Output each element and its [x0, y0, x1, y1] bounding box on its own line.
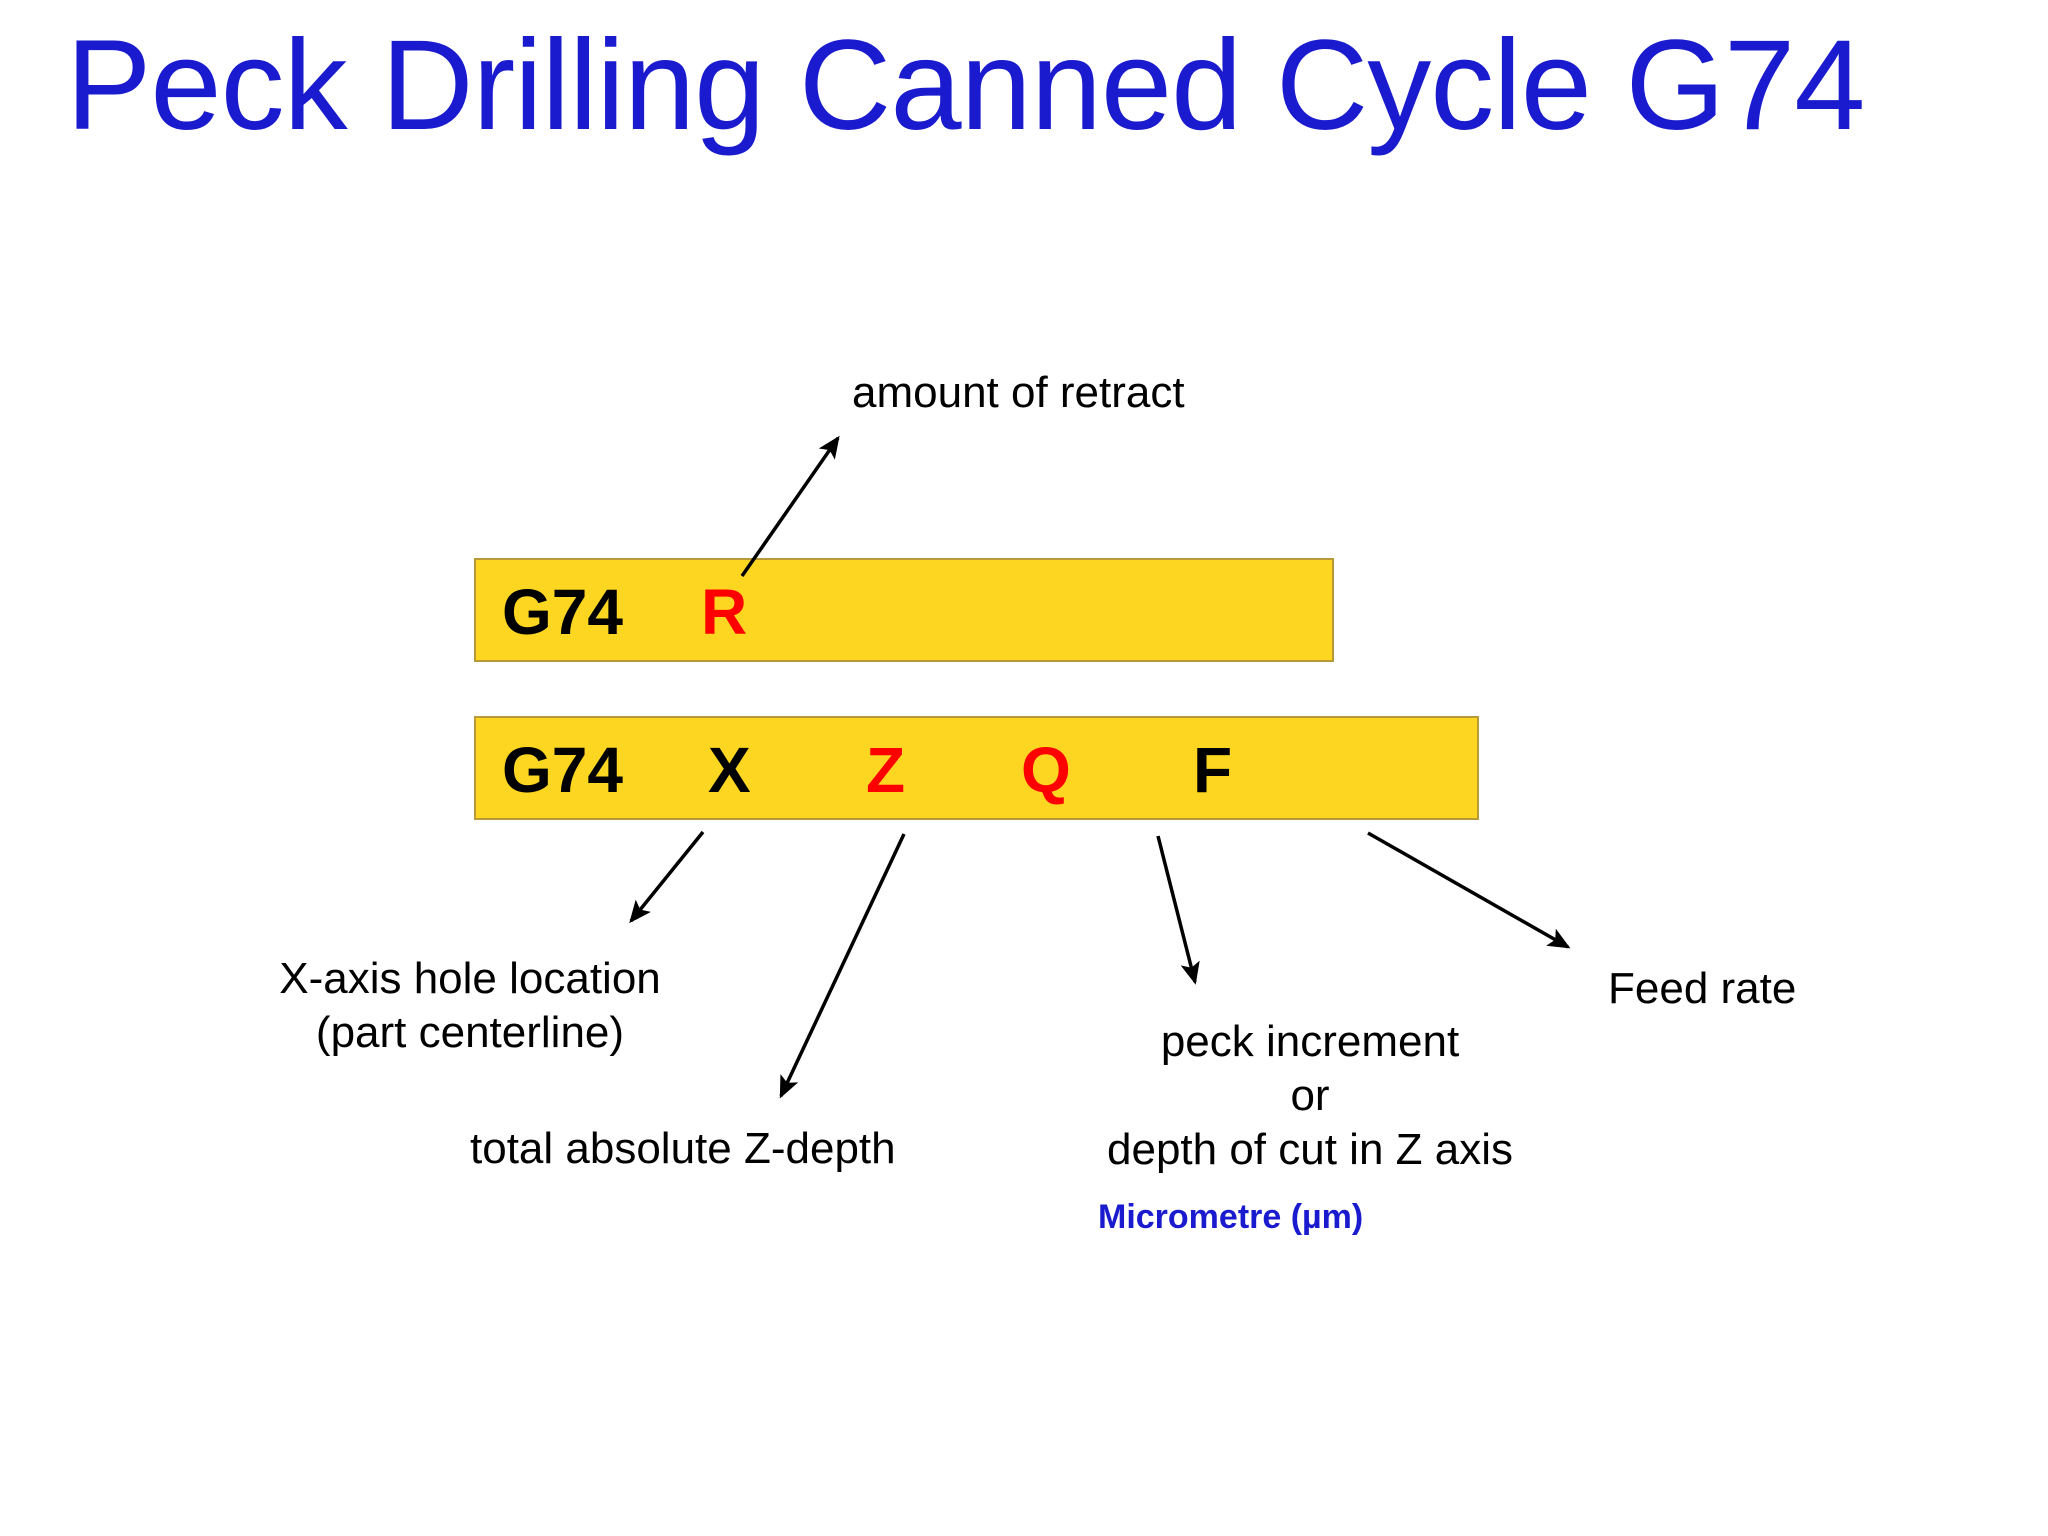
callout-feed-rate: Feed rate [1608, 964, 1797, 1013]
code-token-f: F [1193, 734, 1233, 806]
arrow-feed-rate [1367, 831, 1571, 949]
code-token-q: Q [1021, 734, 1071, 806]
code-bar-g74-r: G74 R [474, 558, 1334, 662]
arrow-total-absolute-z-depth [779, 833, 906, 1099]
callout-total-absolute-z-depth: total absolute Z-depth [470, 1124, 896, 1173]
page-title: Peck Drilling Canned Cycle G74 [66, 14, 1865, 157]
callout-micrometre-note: Micrometre (µm) [1098, 1198, 1364, 1236]
arrow-amount-of-retract [740, 435, 840, 577]
arrow-x-axis-hole-location [629, 830, 705, 924]
callout-peck-increment: peck increment or depth of cut in Z axis [1107, 1017, 1513, 1174]
arrow-peck-increment [1156, 835, 1200, 985]
code-bar-g74-xzqf: G74 X Z Q F [474, 716, 1479, 820]
code-token-z: Z [866, 734, 906, 806]
code-token-r: R [701, 576, 748, 648]
code-token-x: X [708, 734, 751, 806]
code-token-g74: G74 [502, 576, 623, 648]
callout-amount-of-retract: amount of retract [852, 368, 1185, 417]
callout-x-axis-hole-location: X-axis hole location (part centerline) [279, 954, 661, 1057]
code-token-g74: G74 [502, 734, 623, 806]
